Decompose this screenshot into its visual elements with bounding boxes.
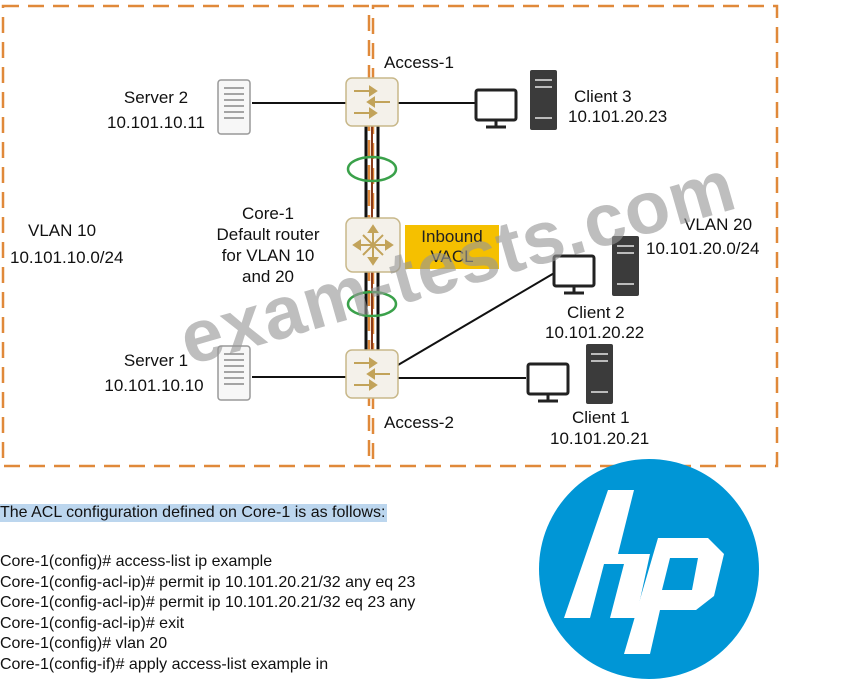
hp-logo: [539, 459, 759, 679]
client3-tower-pc-icon: [530, 70, 557, 130]
server1-ip: 10.101.10.10: [104, 376, 204, 395]
lag-ring-upper: [346, 155, 398, 183]
inbound-vacl-badge: Inbound VACL: [405, 225, 499, 269]
core1-desc-line2: for VLAN 10: [221, 246, 315, 265]
core1-desc-line1: Default router: [216, 225, 320, 244]
client2-tower-pc-icon: [612, 236, 639, 296]
acl-line: Core-1(config-acl-ip)# exit: [0, 614, 185, 632]
client1-monitor-icon: [526, 362, 570, 403]
client3-ip: 10.101.20.23: [568, 107, 668, 126]
access2-label: Access-2: [384, 413, 454, 432]
acl-config-block: Core-1(config)# access-list ip example C…: [0, 552, 415, 675]
server1-name: Server 1: [123, 351, 189, 370]
link-access2-client2: [397, 271, 557, 366]
server1-server-icon: [217, 345, 251, 401]
core1-desc-line3: and 20: [242, 267, 294, 286]
access1-label: Access-1: [384, 53, 454, 72]
server2-ip: 10.101.10.11: [107, 113, 205, 132]
client2-monitor-icon: [552, 254, 596, 295]
lag-ring-lower: [346, 290, 398, 318]
core1-name: Core-1: [242, 204, 294, 223]
acl-line: Core-1(config-if)# apply access-list exa…: [0, 655, 329, 673]
server2-name: Server 2: [123, 88, 189, 107]
client3-monitor-icon: [474, 88, 518, 129]
vlan10-zone-border: [1, 4, 371, 468]
vacl-line1: Inbound: [421, 227, 483, 246]
acl-line: Core-1(config-acl-ip)# permit ip 10.101.…: [0, 594, 416, 611]
client1-name: Client 1: [572, 408, 630, 427]
vlan20-name: VLAN 20: [684, 215, 753, 234]
core1-router-icon: [345, 217, 401, 273]
vlan20-zone-border: [371, 4, 779, 468]
access2-switch-icon: [345, 349, 399, 399]
access1-switch-icon: [345, 77, 399, 127]
links: [252, 102, 557, 379]
vacl-line2: VACL: [430, 247, 474, 266]
client2-name: Client 2: [567, 303, 625, 322]
server2-server-icon: [217, 79, 251, 135]
vlan10-name: VLAN 10: [28, 221, 97, 240]
client1-ip: 10.101.20.21: [550, 429, 650, 448]
client1-tower-pc-icon: [586, 344, 613, 404]
acl-line: Core-1(config)# access-list ip example: [0, 553, 273, 570]
acl-line: Core-1(config)# vlan 20: [0, 635, 168, 652]
acl-caption: The ACL configuration defined on Core-1 …: [0, 504, 388, 522]
client2-ip: 10.101.20.22: [545, 323, 645, 342]
client3-name: Client 3: [574, 87, 632, 106]
vlan10-subnet: 10.101.10.0/24: [10, 248, 124, 267]
acl-line: Core-1(config-acl-ip)# permit ip 10.101.…: [0, 573, 416, 591]
uplink-lag: [364, 126, 380, 350]
vlan20-subnet: 10.101.20.0/24: [646, 239, 760, 258]
